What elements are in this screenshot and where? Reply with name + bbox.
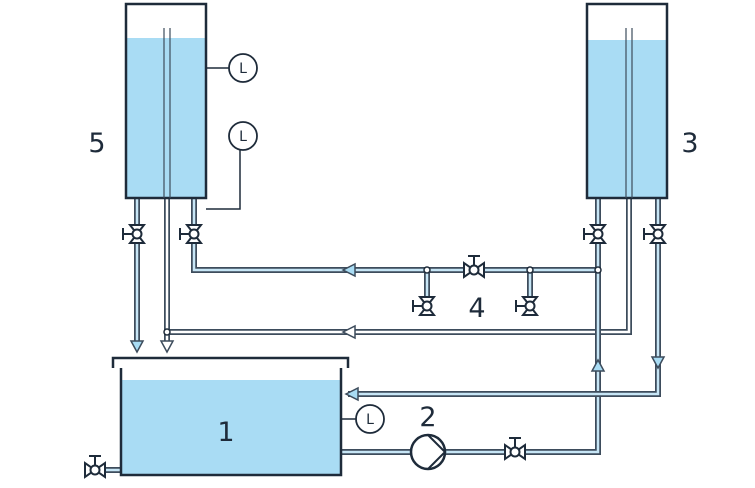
tank-left — [124, 2, 208, 200]
tank-main-water — [121, 380, 341, 475]
level-gauge-icon — [355, 404, 385, 434]
level-gauge-left-upper: L — [206, 53, 258, 83]
tank-main — [111, 356, 350, 477]
valve-icon[interactable] — [463, 255, 485, 278]
junctions — [163, 266, 602, 336]
valve-icon[interactable] — [179, 224, 202, 244]
valve-icon[interactable] — [122, 224, 145, 244]
flow-arrow-icon — [341, 324, 356, 340]
level-gauge-letter: L — [239, 129, 247, 145]
label-tank-left: 5 — [88, 128, 105, 159]
flow-arrow-icon — [341, 262, 356, 278]
junction-dot-icon — [594, 266, 602, 274]
tank-right-water — [587, 40, 667, 198]
flow-arrow-icon — [344, 386, 359, 402]
flow-arrow-icon — [650, 356, 666, 370]
valve-icon[interactable] — [583, 224, 606, 244]
valve-icon[interactable] — [84, 455, 106, 478]
junction-dot-icon — [423, 266, 431, 274]
flow-arrows — [129, 262, 666, 402]
valve-icon[interactable] — [515, 296, 538, 316]
tank-main-lid — [111, 356, 350, 368]
valve-icon[interactable] — [643, 224, 666, 244]
label-tank-right: 3 — [681, 128, 698, 159]
label-pump: 2 — [419, 402, 436, 433]
valve-icon[interactable] — [504, 437, 526, 460]
flow-arrow-icon — [590, 358, 606, 372]
level-gauge-letter: L — [366, 412, 374, 428]
pipe-right-drain — [348, 198, 661, 397]
pump-icon — [409, 433, 447, 471]
pump — [409, 433, 447, 471]
valve-icon[interactable] — [412, 296, 435, 316]
flow-arrow-icon — [159, 340, 175, 354]
label-valve-group: 4 — [468, 293, 485, 324]
tank-left-water — [126, 38, 206, 198]
level-gauge-left-lower: L — [206, 121, 258, 210]
label-tank-main: 1 — [217, 417, 234, 448]
pipe-transfer-line — [191, 198, 601, 273]
flow-arrow-icon — [129, 340, 145, 354]
tank-right — [585, 2, 669, 200]
junction-dot-icon — [526, 266, 534, 274]
level-gauge-letter: L — [239, 61, 247, 77]
level-gauge-icon — [228, 53, 258, 83]
junction-dot-icon — [163, 328, 171, 336]
level-gauge-main: L — [341, 404, 385, 434]
level-gauge-icon — [228, 121, 258, 151]
